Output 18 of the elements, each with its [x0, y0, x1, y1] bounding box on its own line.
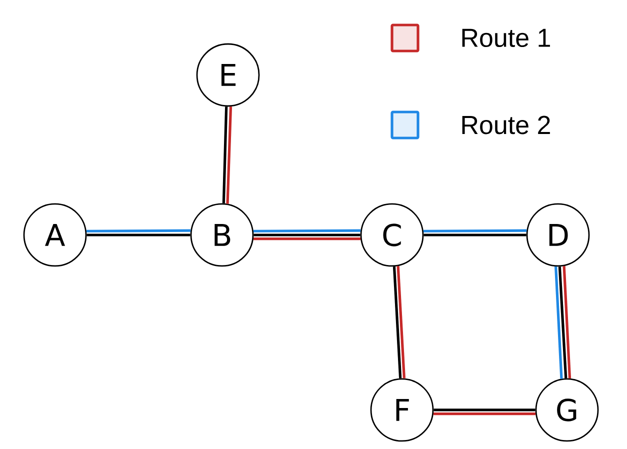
edge-line [222, 106, 228, 204]
route-line [86, 229, 191, 232]
route-line [562, 266, 572, 378]
edge-line [86, 234, 190, 236]
route-line [396, 266, 406, 378]
edge-line [392, 266, 402, 378]
edge-line [434, 408, 536, 412]
legend-label: Route 1 [462, 28, 550, 48]
edge-line [424, 234, 526, 236]
route-line [253, 229, 361, 232]
route-line [253, 238, 361, 240]
route-line [433, 412, 536, 416]
route-line [423, 229, 527, 232]
route-line [554, 266, 563, 379]
edge-line [558, 266, 568, 378]
legend-label: Route 2 [462, 116, 550, 134]
route-line [226, 106, 232, 204]
edge-line [254, 234, 360, 236]
